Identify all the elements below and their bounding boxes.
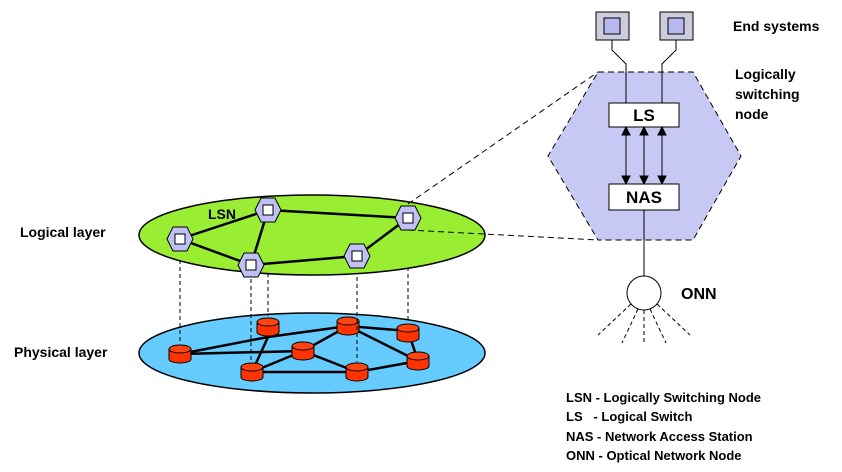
router-node bbox=[396, 323, 420, 343]
end-systems-label: End systems bbox=[733, 18, 820, 34]
onn-label: ONN bbox=[681, 286, 717, 303]
end-system-links bbox=[611, 40, 677, 103]
router-node bbox=[345, 362, 369, 382]
lsn-node bbox=[237, 252, 265, 278]
lsn-node bbox=[343, 243, 371, 269]
router-node bbox=[168, 344, 192, 364]
legend-item: ONN - Optical Network Node bbox=[566, 448, 742, 463]
onn-fiber-lines bbox=[597, 303, 691, 345]
router-node bbox=[256, 317, 280, 337]
ls-label: LS bbox=[633, 106, 655, 125]
router-node bbox=[291, 341, 315, 361]
physical-layer-label: Physical layer bbox=[14, 344, 108, 360]
legend-item: LSN - Logically Switching Node bbox=[566, 390, 761, 405]
logical-layer-label: Logical layer bbox=[20, 224, 106, 240]
nas-label: NAS bbox=[626, 188, 662, 207]
legend-item: LS - Logical Switch bbox=[566, 409, 692, 424]
router-node bbox=[336, 316, 360, 336]
onn-node bbox=[626, 275, 662, 311]
lsn-tag: LSN bbox=[208, 206, 236, 222]
lsn-title-line-1: Logically bbox=[735, 66, 796, 82]
lsn-title-line-2: switching bbox=[735, 86, 800, 102]
ls-nas-arrows bbox=[621, 125, 667, 186]
lsn-node bbox=[254, 197, 282, 223]
end-system-2 bbox=[659, 11, 694, 41]
router-node bbox=[406, 351, 430, 371]
end-system-1 bbox=[595, 11, 630, 41]
legend-item: NAS - Network Access Station bbox=[566, 429, 753, 444]
zoom-lines bbox=[407, 71, 599, 241]
router-node bbox=[240, 362, 264, 382]
lsn-node bbox=[166, 226, 194, 252]
legend: LSN - Logically Switching Node LS - Logi… bbox=[566, 390, 761, 463]
lsn-node bbox=[394, 205, 422, 231]
lsn-title-line-3: node bbox=[735, 106, 769, 122]
nas-box bbox=[608, 183, 680, 211]
